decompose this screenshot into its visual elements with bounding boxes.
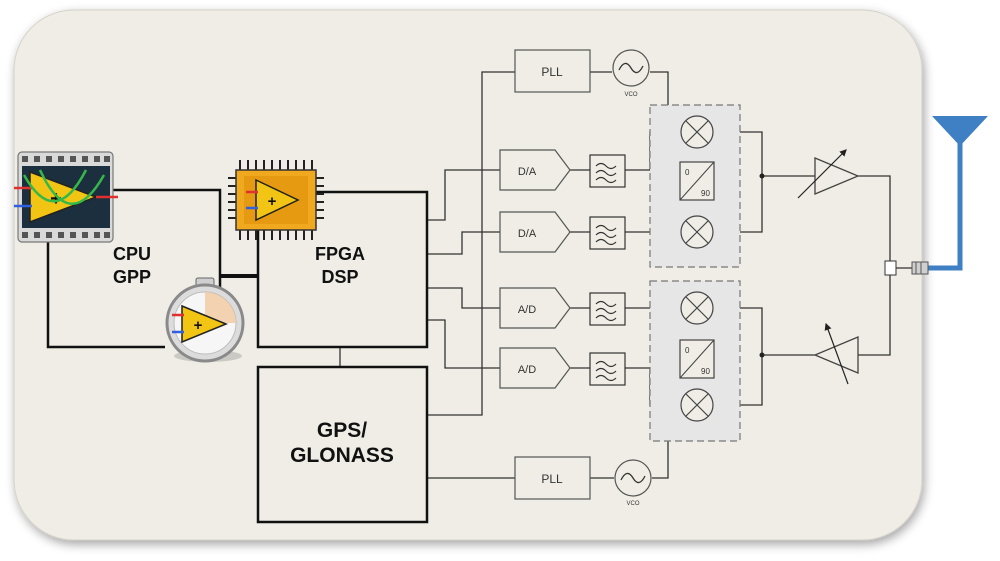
pll-bottom: PLL <box>514 456 591 500</box>
vco-bottom-label: VCO <box>626 501 639 507</box>
svg-text:+: + <box>50 188 62 210</box>
da-converter-2: D/A <box>499 211 571 253</box>
connector-icon <box>911 261 929 275</box>
rx-junction-dot <box>759 352 765 358</box>
ad2-label: A/D <box>518 364 536 376</box>
quadrature-demodulator-rx: 0 90 <box>649 280 741 442</box>
cpu-label-line1: CPU <box>113 244 151 264</box>
filter-icon <box>589 292 626 326</box>
labview-stopwatch-icon: + <box>165 277 245 363</box>
vco-top: VCO <box>612 49 650 98</box>
quadrature-modulator-tx: 0 90 <box>649 104 741 268</box>
da-converter-1: D/A <box>499 149 571 191</box>
filter-icon <box>589 352 626 386</box>
vco-bottom: VCO <box>614 459 652 507</box>
filter-icon <box>589 154 626 188</box>
fpga-label-line1: FPGA <box>315 244 365 264</box>
quad-rx-zero: 0 <box>685 346 690 355</box>
antenna-icon <box>911 116 988 275</box>
fpga-block: FPGA DSP <box>256 190 429 349</box>
tx-junction-dot <box>759 173 765 179</box>
quad-rx-ninety: 90 <box>701 367 710 376</box>
cpu-label-line2: GPP <box>113 267 151 287</box>
ad-converter-2: A/D <box>499 347 571 389</box>
tx-power-amplifier <box>797 149 860 199</box>
gps-label-line1: GPS/ <box>317 419 367 442</box>
duplexer-icon <box>884 260 897 276</box>
gps-block: GPS/ GLONASS <box>256 365 429 524</box>
labview-chip-icon: + <box>228 160 324 240</box>
filter-icon <box>589 216 626 250</box>
quad-tx-zero: 0 <box>685 168 690 177</box>
ad1-label: A/D <box>518 304 536 316</box>
ad-converter-1: A/D <box>499 287 571 329</box>
da2-label: D/A <box>518 228 537 240</box>
da1-label: D/A <box>518 166 537 178</box>
pll-top: PLL <box>514 49 591 93</box>
quad-tx-ninety: 90 <box>701 189 710 198</box>
svg-text:+: + <box>194 317 203 334</box>
fpga-label-line2: DSP <box>321 267 358 287</box>
rx-low-noise-amplifier <box>813 322 859 385</box>
vco-top-label: VCO <box>624 92 637 98</box>
gps-label-line2: GLONASS <box>290 444 394 467</box>
labview-film-icon: + <box>14 151 118 243</box>
pll-top-label: PLL <box>541 65 563 79</box>
lowpass-filters <box>589 154 626 386</box>
pll-bottom-label: PLL <box>541 472 563 486</box>
svg-text:+: + <box>268 193 277 210</box>
